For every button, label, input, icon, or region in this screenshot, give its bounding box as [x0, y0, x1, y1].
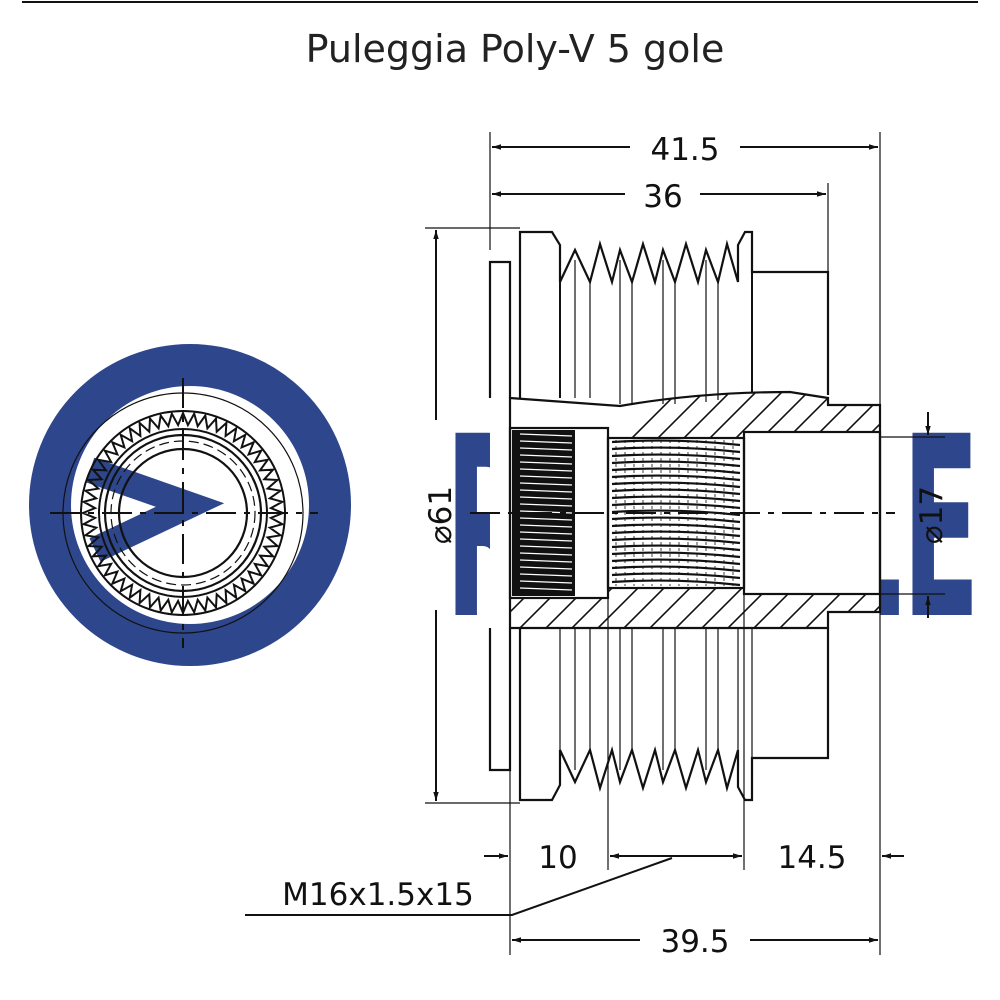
side-top-outline — [488, 230, 830, 398]
dim-thread-spec: M16x1.5x15 — [282, 877, 474, 913]
section-thread — [611, 439, 741, 587]
dim-front-length: 10 — [538, 840, 577, 876]
side-top-inner-lines — [559, 272, 753, 398]
dim-overall-length: 41.5 — [650, 132, 719, 168]
drawing-title: Puleggia Poly-V 5 gole — [306, 27, 725, 71]
end-view-teeth-zigzag — [80, 410, 286, 616]
side-bottom-groove-lines — [559, 628, 753, 770]
dim-bottom-length: 39.5 — [660, 924, 729, 960]
end-view-teeth — [80, 410, 286, 616]
dim-pulley-length: 36 — [643, 179, 682, 215]
side-view — [470, 228, 895, 803]
watermark-ring — [29, 344, 351, 666]
dim-outer-diameter: ⌀61 — [423, 486, 459, 544]
dim-bore-diameter: ⌀17 — [914, 486, 950, 544]
dim-rear-length: 14.5 — [777, 840, 846, 876]
end-view — [50, 378, 318, 648]
watermark-arrow — [85, 457, 225, 562]
side-top-groove-lines — [574, 260, 719, 404]
thread-leader-line — [245, 857, 673, 916]
dimension-lines: 41.5 36 ⌀61 ⌀17 10 14.5 — [245, 132, 950, 960]
